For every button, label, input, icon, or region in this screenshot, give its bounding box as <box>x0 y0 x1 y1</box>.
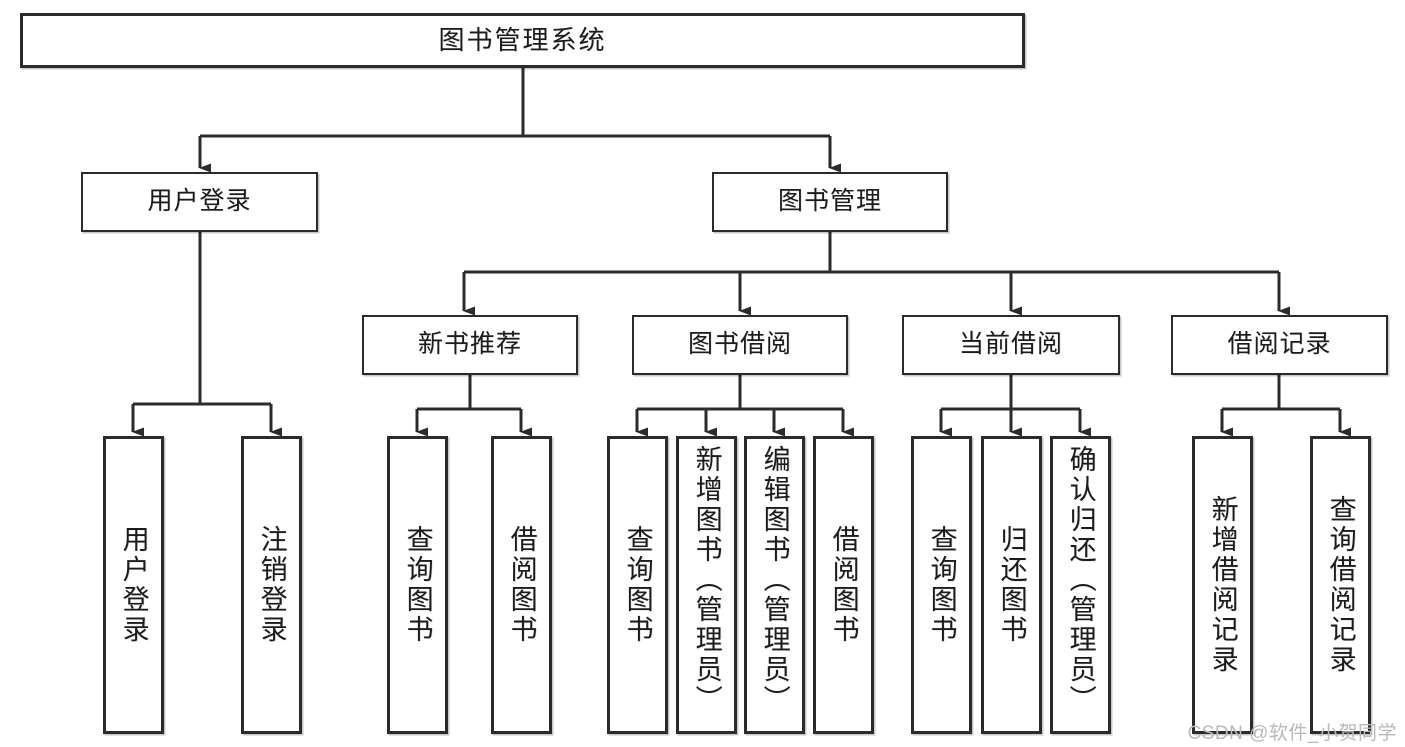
leaf-label: 编辑图书（管理员） <box>759 445 790 715</box>
node-label: 当前借阅 <box>958 330 1063 359</box>
csdn-watermark: CSDN @软件_小贺同学 <box>1187 723 1397 744</box>
leaf-book-borrow-edit-book-admin[interactable]: 编辑图书（管理员） <box>744 436 805 734</box>
node-label: 图书管理 <box>777 187 882 216</box>
node-user-login[interactable]: 用户登录 <box>81 172 318 232</box>
node-label: 新书推荐 <box>417 330 522 359</box>
node-root-book-management-system[interactable]: 图书管理系统 <box>20 13 1025 68</box>
node-borrow-record[interactable]: 借阅记录 <box>1171 315 1388 375</box>
node-book-management[interactable]: 图书管理 <box>712 172 948 232</box>
leaf-user-login-login[interactable]: 用户登录 <box>103 436 164 734</box>
node-new-book-recommend[interactable]: 新书推荐 <box>362 315 578 375</box>
leaf-user-login-logout[interactable]: 注销登录 <box>241 436 302 734</box>
leaf-borrow-record-add-record[interactable]: 新增借阅记录 <box>1192 436 1253 734</box>
node-label: 借阅记录 <box>1227 330 1332 359</box>
leaf-current-borrow-confirm-return-admin[interactable]: 确认归还（管理员） <box>1050 436 1111 734</box>
leaf-label: 新增图书（管理员） <box>691 445 722 715</box>
leaf-label: 查询图书 <box>622 525 653 645</box>
leaf-label: 新增借阅记录 <box>1207 495 1238 675</box>
leaf-label: 查询图书 <box>926 525 957 645</box>
node-label: 用户登录 <box>147 187 252 216</box>
node-current-borrow[interactable]: 当前借阅 <box>902 315 1120 375</box>
leaf-label: 确认归还（管理员） <box>1065 445 1096 715</box>
node-book-borrow[interactable]: 图书借阅 <box>632 315 848 375</box>
leaf-label: 查询借阅记录 <box>1325 495 1356 675</box>
leaf-current-borrow-query-book[interactable]: 查询图书 <box>911 436 972 734</box>
leaf-current-borrow-return-book[interactable]: 归还图书 <box>981 436 1042 734</box>
leaf-borrow-record-query-record[interactable]: 查询借阅记录 <box>1310 436 1371 734</box>
leaf-label: 借阅图书 <box>828 525 859 645</box>
node-label: 图书管理系统 <box>438 25 607 56</box>
leaf-label: 归还图书 <box>996 525 1027 645</box>
leaf-label: 查询图书 <box>402 525 433 645</box>
leaf-label: 借阅图书 <box>506 525 537 645</box>
leaf-new-book-query-book[interactable]: 查询图书 <box>387 436 448 734</box>
node-label: 图书借阅 <box>687 330 792 359</box>
leaf-book-borrow-add-book-admin[interactable]: 新增图书（管理员） <box>676 436 737 734</box>
leaf-book-borrow-borrow-book[interactable]: 借阅图书 <box>813 436 874 734</box>
leaf-label: 注销登录 <box>256 525 287 645</box>
leaf-label: 用户登录 <box>118 525 149 645</box>
leaf-book-borrow-query-book[interactable]: 查询图书 <box>607 436 668 734</box>
leaf-new-book-borrow-book[interactable]: 借阅图书 <box>491 436 552 734</box>
